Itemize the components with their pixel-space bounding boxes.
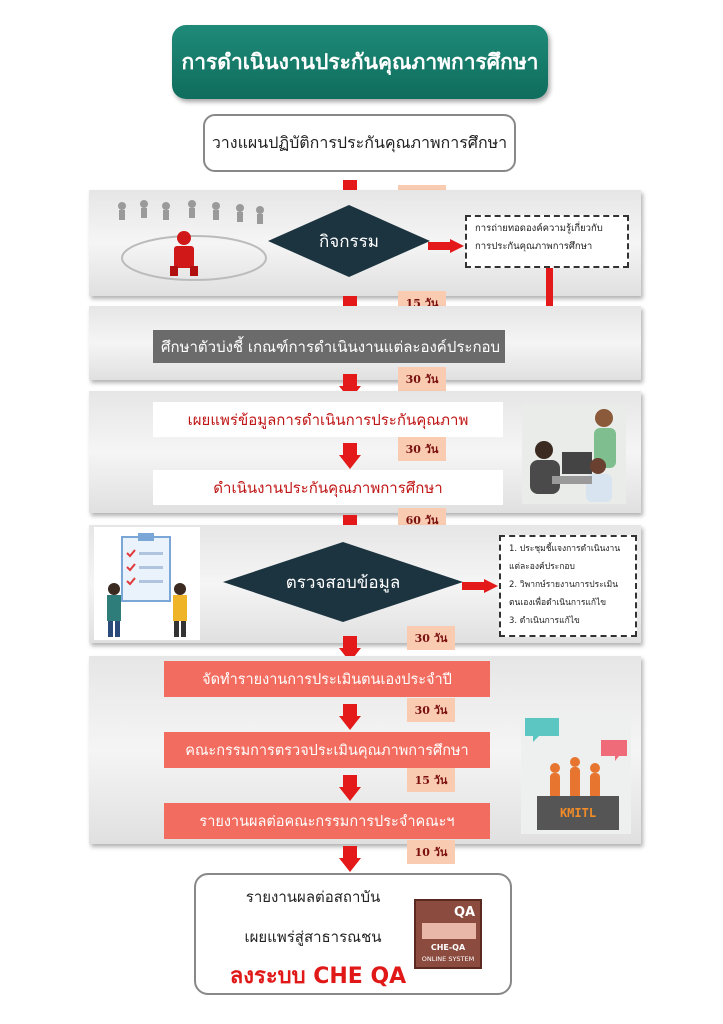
right-arrow-icon [428, 238, 464, 253]
days-badge: 30 วัน [398, 437, 446, 461]
che-qa-logo: QA CHE-QA ONLINE SYSTEM [414, 899, 482, 969]
days-badge: 30 วัน [407, 626, 455, 650]
down-arrow-icon [339, 704, 361, 730]
check-step-line: 2. วิพากษ์รายงานการประเมิน [509, 580, 619, 590]
operate-bar: ดำเนินงานประกันคุณภาพการศึกษา [153, 470, 503, 505]
checklist-illustration [94, 527, 200, 640]
days-badge: 10 วัน [407, 840, 455, 864]
check-step-line: แต่ละองค์ประกอบ [509, 562, 575, 572]
check-diamond: ตรวจสอบข้อมูล [223, 542, 463, 622]
plan-box: วางแผนปฏิบัติการประกันคุณภาพการศึกษา [203, 114, 516, 172]
knowledge-line-2: การประกันคุณภาพการศึกษา [475, 241, 593, 252]
faculty-report-bar: รายงานผลต่อคณะกรรมการประจำคณะฯ [164, 803, 490, 839]
study-bar: ศึกษาตัวบ่งชี้ เกณฑ์การดำเนินงานแต่ละองค… [153, 330, 505, 363]
knowledge-box: การถ่ายทอดองค์ความรู้เกี่ยวกับ การประกัน… [465, 215, 629, 268]
days-badge: 30 วัน [398, 367, 446, 391]
logo-qa-text: QA [454, 905, 476, 920]
final-highlight: ลงระบบ CHE QA [229, 964, 407, 989]
logo-online-system-text: ONLINE SYSTEM [421, 955, 475, 963]
check-label: ตรวจสอบข้อมูล [285, 572, 401, 593]
final-line-1: รายงานผลต่อสถาบัน [245, 888, 381, 906]
knowledge-line-1: การถ่ายทอดองค์ความรู้เกี่ยวกับ [475, 223, 603, 234]
days-badge: 15 วัน [407, 768, 455, 792]
network-illustration [104, 196, 272, 288]
kmitl-label: KMITL [559, 806, 597, 820]
check-step-line: ตนเองเพื่อดำเนินการแก้ไข [509, 598, 607, 608]
check-steps-box: 1. ประชุมชี้แจงการดำเนินงาน แต่ละองค์ประ… [499, 535, 637, 637]
days-badge: 30 วัน [407, 698, 455, 722]
meeting-illustration [522, 404, 626, 504]
right-arrow-icon [462, 578, 498, 593]
activity-label: กิจกรรม [318, 231, 379, 252]
down-arrow-icon [339, 443, 361, 469]
kmitl-podium-illustration: KMITL [521, 712, 631, 834]
activity-diamond: กิจกรรม [268, 205, 430, 277]
check-step-line: 1. ประชุมชี้แจงการดำเนินงาน [509, 544, 621, 554]
final-line-2: เผยแพร่สู่สาธารณชน [244, 928, 382, 946]
sar-bar: จัดทำรายงานการประเมินตนเองประจำปี [164, 661, 490, 697]
final-box [194, 873, 512, 995]
down-arrow-icon [339, 775, 361, 801]
logo-graphic [422, 923, 476, 939]
committee-bar: คณะกรรมการตรวจประเมินคุณภาพการศึกษา [164, 732, 490, 768]
check-step-line: 3. ดำเนินการแก้ไข [509, 616, 580, 626]
publish-bar: เผยแพร่ข้อมูลการดำเนินการประกันคุณภาพ [153, 402, 503, 437]
down-arrow-icon [339, 846, 361, 872]
logo-che-qa-text: CHE-QA [430, 943, 466, 952]
page-title: การดำเนินงานประกันคุณภาพการศึกษา [172, 25, 548, 99]
